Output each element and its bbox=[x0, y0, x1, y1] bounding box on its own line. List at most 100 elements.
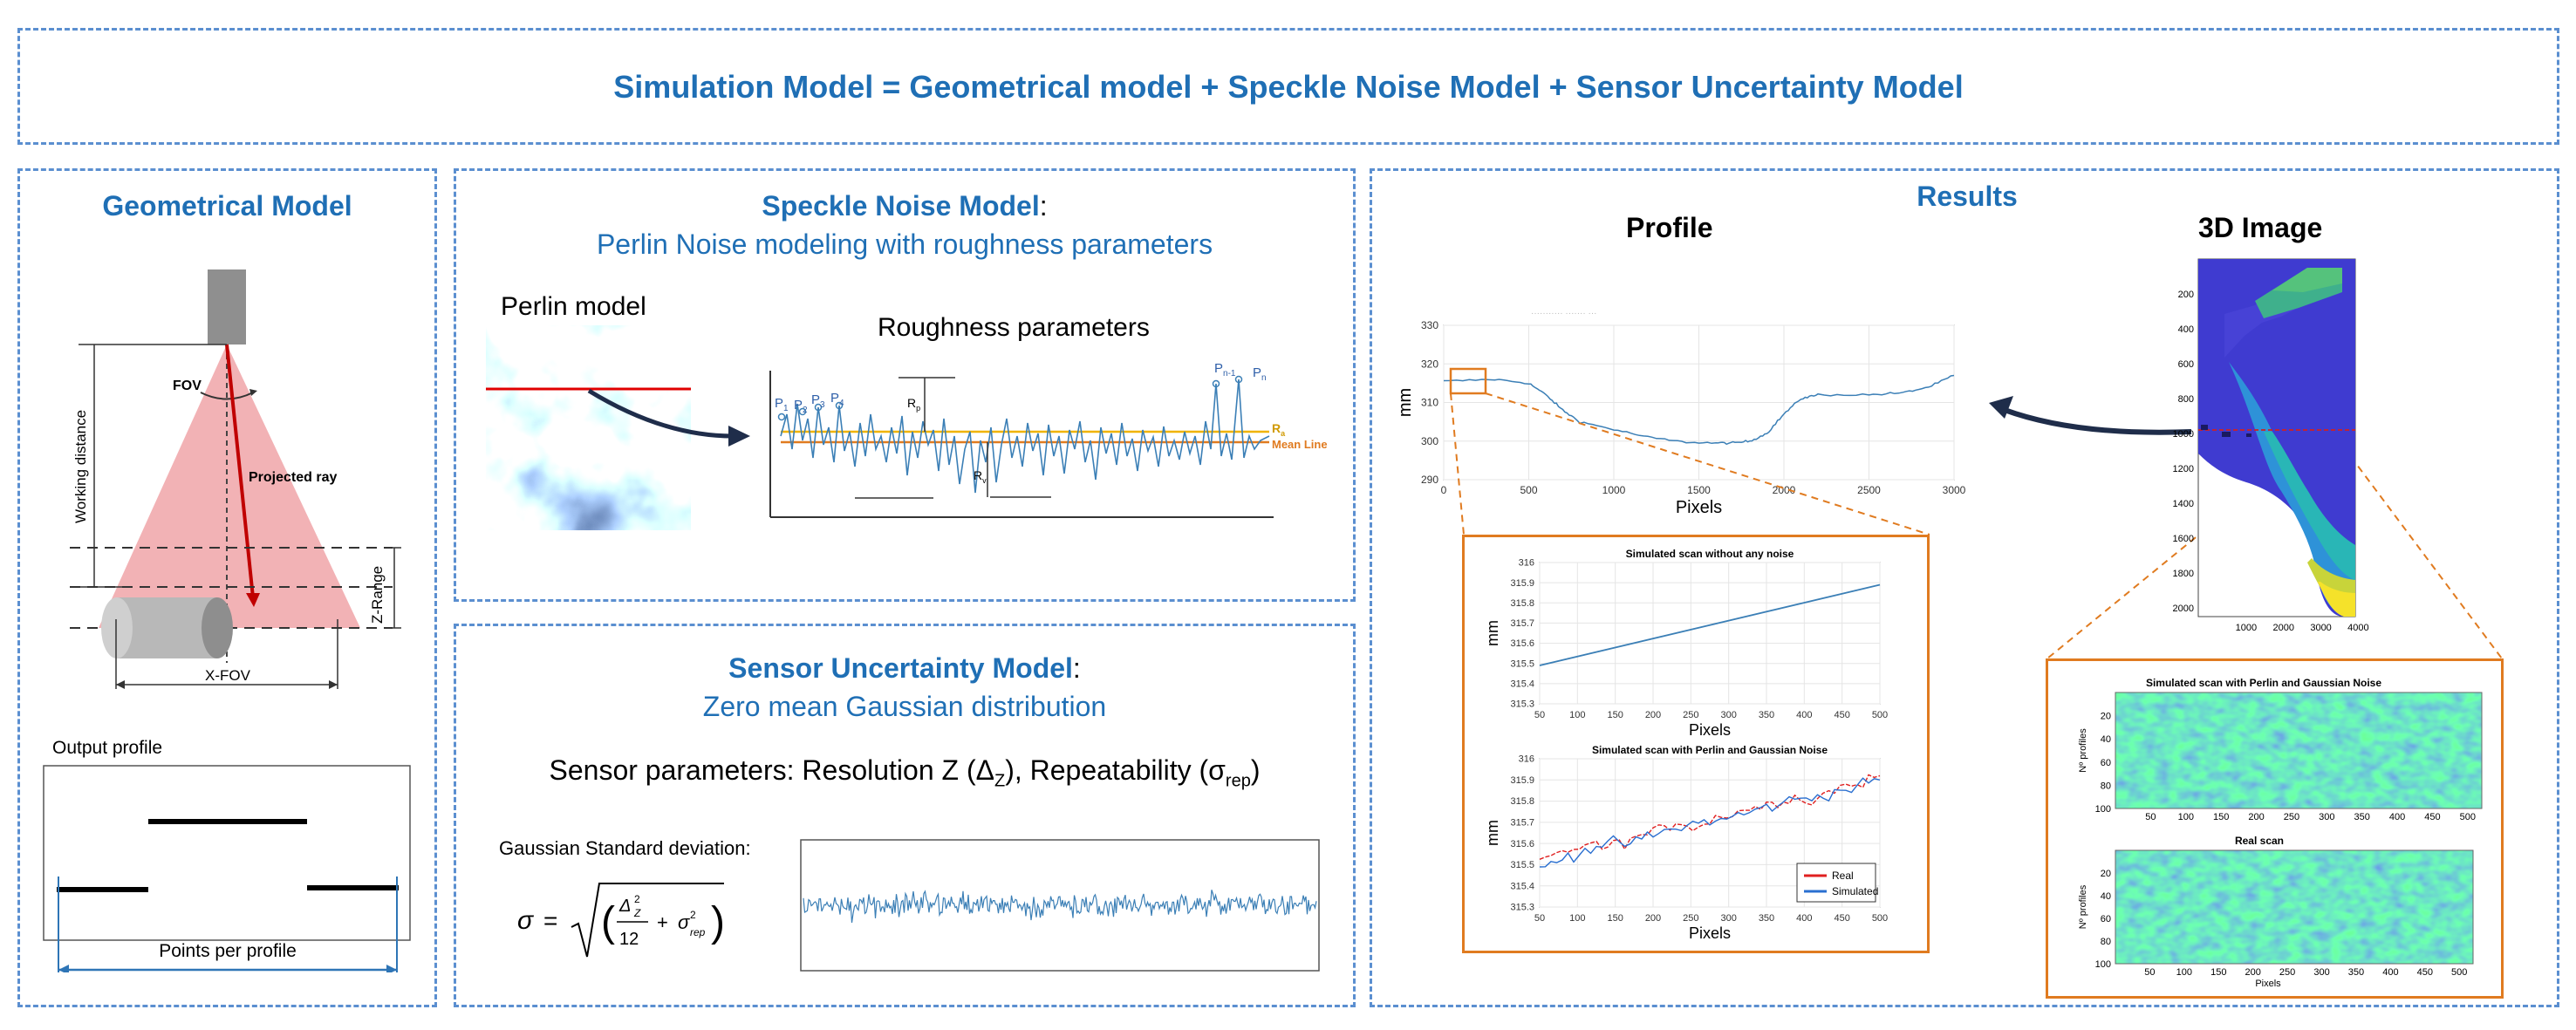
pn-label: Pn bbox=[1253, 365, 1267, 383]
x-tick-label: 350 bbox=[1759, 913, 1774, 924]
x-tick-label: 250 bbox=[1683, 710, 1698, 720]
y-tick-label: 315.7 bbox=[1510, 618, 1534, 629]
y-tick-label: 315.4 bbox=[1510, 679, 1534, 690]
y-tick-label: 80 bbox=[2101, 937, 2111, 947]
y-tick-label: 1000 bbox=[2173, 429, 2194, 440]
x-tick-label: 150 bbox=[1607, 913, 1623, 924]
x-tick-label: 200 bbox=[2245, 967, 2261, 978]
y-tick-label: 800 bbox=[2178, 394, 2194, 405]
x-tick-label: 150 bbox=[2213, 812, 2229, 822]
svg-text:σ: σ bbox=[678, 911, 690, 933]
x-axis-label: Pixels bbox=[2255, 979, 2281, 989]
speckle-title: Speckle Noise Model bbox=[762, 190, 1040, 222]
x-tick-label: 2500 bbox=[1857, 484, 1881, 496]
image-3d-title: 3D Image bbox=[2198, 212, 2323, 243]
y-tick-label: 315.7 bbox=[1510, 818, 1534, 829]
y-tick-label: 100 bbox=[2095, 959, 2111, 970]
svg-text:σ: σ bbox=[517, 906, 535, 935]
y-tick-label: 20 bbox=[2101, 712, 2111, 722]
output-profile-diagram bbox=[43, 765, 411, 972]
svg-text:(: ( bbox=[601, 899, 615, 945]
y-tick-label: 315.6 bbox=[1510, 638, 1534, 649]
x-tick-label: 3000 bbox=[1943, 484, 1966, 496]
results-title: Results bbox=[1917, 181, 2018, 212]
x-tick-label: 400 bbox=[2382, 967, 2398, 978]
chart-title: Simulated scan without any noise bbox=[1626, 548, 1794, 560]
legend-label: Simulated bbox=[1832, 885, 1878, 897]
x-tick-label: 500 bbox=[1872, 710, 1888, 720]
y-tick-label: 60 bbox=[2101, 758, 2111, 768]
pn1-label: Pn-1 bbox=[1214, 361, 1236, 379]
y-tick-label: 1800 bbox=[2173, 569, 2194, 579]
y-tick-label: 1400 bbox=[2173, 499, 2194, 509]
roughness-diagram: P1 P2 P3 P4 Pn-1 Pn Rp Ra Mean Line Rv bbox=[769, 361, 1328, 518]
svg-text:2: 2 bbox=[634, 893, 640, 905]
y-tick-label: 80 bbox=[2101, 781, 2111, 791]
y-tick-label: 330 bbox=[1421, 319, 1438, 331]
profile-zoom-panel bbox=[1462, 535, 1930, 953]
x-tick-label: 500 bbox=[1520, 484, 1537, 496]
heatmap-cells bbox=[2115, 692, 2482, 808]
sensor-params-sub-rep: rep bbox=[1225, 771, 1251, 791]
svg-text:Z: Z bbox=[633, 907, 641, 919]
fov-label: FOV bbox=[173, 379, 202, 393]
sensor-params-sub-z: Z bbox=[994, 771, 1006, 791]
geometrical-model-panel bbox=[17, 168, 437, 1007]
x-tick-label: 250 bbox=[2279, 967, 2295, 978]
x-fov-label: X-FOV bbox=[205, 667, 251, 684]
z-range-label: Z-Range bbox=[369, 566, 386, 624]
y-tick-label: 315.8 bbox=[1510, 796, 1534, 807]
series-line-simulated bbox=[1539, 777, 1881, 868]
x-tick-label: 400 bbox=[2389, 812, 2405, 822]
speckle-title-suffix: : bbox=[1039, 190, 1048, 222]
ra-label: Ra bbox=[1272, 421, 1286, 438]
y-tick-label: 2000 bbox=[2173, 604, 2194, 614]
speckle-title-block: Speckle Noise Model: bbox=[454, 190, 1356, 222]
y-tick-label: 315.6 bbox=[1510, 839, 1534, 849]
y-tick-label: 200 bbox=[2178, 290, 2194, 300]
x-tick-label: 1000 bbox=[1602, 484, 1626, 496]
y-axis-label: mm bbox=[1396, 388, 1415, 417]
perlin-texture bbox=[486, 325, 691, 530]
svg-text:+: + bbox=[657, 911, 668, 933]
x-tick-label: 300 bbox=[2313, 967, 2329, 978]
y-axis-label: Nº profiles bbox=[2078, 728, 2088, 773]
sensor-params-middle: ), Repeatability (σ bbox=[1005, 754, 1226, 786]
y-tick-label: 320 bbox=[1421, 358, 1438, 370]
y-tick-label: 316 bbox=[1519, 754, 1534, 765]
sensor-params: Sensor parameters: Resolution Z (ΔZ), Re… bbox=[454, 754, 1356, 791]
x-tick-label: 50 bbox=[1534, 710, 1545, 720]
y-tick-label: 600 bbox=[2178, 359, 2194, 370]
legend-label: Real bbox=[1832, 870, 1854, 882]
y-tick-label: 310 bbox=[1421, 397, 1438, 409]
y-tick-label: 40 bbox=[2101, 891, 2111, 902]
speckle-noise-panel bbox=[454, 168, 1356, 602]
x-tick-label: 500 bbox=[2460, 812, 2476, 822]
cylinder-object bbox=[101, 597, 233, 658]
rv-label: Rv bbox=[974, 468, 987, 485]
x-tick-label: 400 bbox=[1796, 913, 1812, 924]
x-tick-label: 0 bbox=[1441, 484, 1447, 496]
svg-text:12: 12 bbox=[619, 930, 639, 949]
y-tick-label: 315.5 bbox=[1510, 860, 1534, 870]
x-tick-label: 2000 bbox=[2272, 623, 2293, 633]
profile-series-line bbox=[1443, 374, 1955, 446]
y-axis-label: Nº profiles bbox=[2078, 884, 2088, 929]
x-axis-label: Pixels bbox=[1689, 721, 1731, 739]
roughness-profile bbox=[780, 379, 1270, 494]
p4-label: P4 bbox=[830, 391, 844, 408]
y-tick-label: 100 bbox=[2095, 804, 2111, 815]
camera-icon bbox=[208, 269, 246, 344]
points-per-profile-label: Points per profile bbox=[159, 941, 297, 961]
x-tick-label: 300 bbox=[2319, 812, 2334, 822]
p1-label: P1 bbox=[775, 396, 789, 413]
x-tick-label: 50 bbox=[2144, 967, 2155, 978]
image-zoom-panel bbox=[2046, 658, 2504, 999]
results-arrow bbox=[1989, 396, 2192, 435]
x-tick-label: 100 bbox=[2176, 967, 2192, 978]
y-tick-label: 40 bbox=[2101, 734, 2111, 745]
heatmap-title: Real scan bbox=[2235, 835, 2284, 847]
